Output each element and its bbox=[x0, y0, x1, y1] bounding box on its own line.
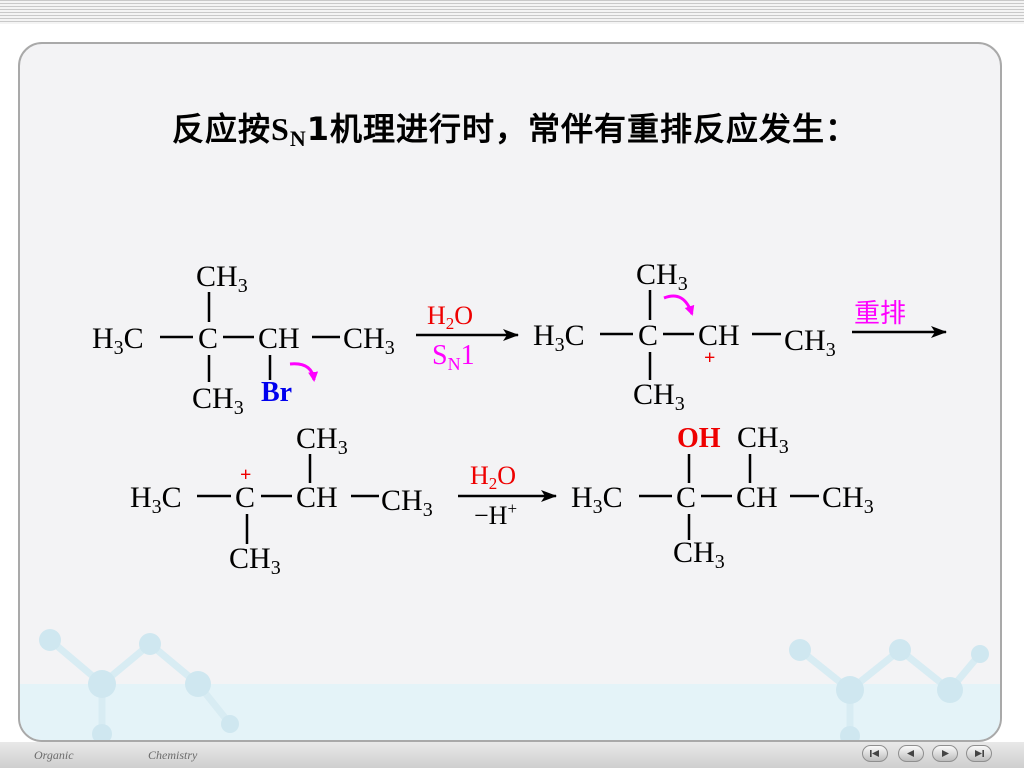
molecule-watermark bbox=[20, 629, 1000, 740]
first-slide-button[interactable] bbox=[862, 745, 888, 762]
molecule-secondary-cation: CH3 H3C C CH CH3 CH3 + bbox=[533, 258, 836, 415]
molecule-tertiary-cation: CH3 H3C C CH CH3 CH3 + bbox=[130, 422, 433, 579]
molecule-bromide: CH3 H3C C CH CH3 CH3 Br bbox=[92, 260, 395, 419]
m4-right-ch3: CH3 bbox=[822, 481, 874, 518]
next-slide-button[interactable] bbox=[932, 745, 958, 762]
previous-slide-icon bbox=[907, 750, 914, 757]
m3-top-ch3: CH3 bbox=[296, 422, 348, 459]
footer-chemistry: Chemistry bbox=[148, 748, 198, 762]
m4-top-ch3: CH3 bbox=[737, 421, 789, 458]
m3-left-h3c: H3C bbox=[130, 481, 182, 518]
m1-ch: CH bbox=[258, 322, 300, 355]
step2-rearrangement: 重排 bbox=[854, 299, 906, 329]
arrow-step2: 重排 bbox=[852, 299, 947, 338]
m4-left-h3c: H3C bbox=[571, 481, 623, 518]
molecule-alcohol: OH CH3 H3C C CH CH3 CH3 bbox=[571, 421, 874, 573]
step3-deprotonation: −H+ bbox=[474, 499, 517, 530]
next-slide-icon bbox=[942, 750, 949, 757]
step1-reagent: H2O bbox=[427, 301, 473, 333]
m4-ch: CH bbox=[736, 481, 778, 514]
m2-bottom-ch3: CH3 bbox=[633, 378, 685, 415]
m2-top-ch3: CH3 bbox=[636, 258, 688, 295]
m1-top-ch3: CH3 bbox=[196, 260, 248, 297]
step3-reagent: H2O bbox=[470, 461, 516, 493]
m3-charge: + bbox=[240, 464, 251, 486]
m1-bottom-ch3: CH3 bbox=[192, 382, 244, 419]
arrow-step3: H2O −H+ bbox=[458, 461, 557, 530]
m3-ch: CH bbox=[296, 481, 338, 514]
m1-bromine: Br bbox=[261, 377, 292, 408]
last-slide-icon bbox=[975, 750, 984, 757]
previous-slide-button[interactable] bbox=[898, 745, 924, 762]
m3-center-c: C bbox=[235, 481, 255, 514]
title-sn: S bbox=[271, 111, 290, 147]
arrow-step1: H2O SN1 bbox=[416, 301, 519, 374]
m4-hydroxyl: OH bbox=[677, 423, 721, 454]
m4-center-c: C bbox=[676, 481, 696, 514]
step1-mechanism: SN1 bbox=[432, 340, 475, 374]
m2-center-c: C bbox=[638, 319, 658, 352]
title-sn-subscript: N bbox=[289, 126, 307, 151]
m3-bottom-ch3: CH3 bbox=[229, 542, 281, 579]
footer-organic: Organic bbox=[34, 748, 74, 762]
m4-bottom-ch3: CH3 bbox=[673, 536, 725, 573]
m1-right-ch3: CH3 bbox=[343, 322, 395, 359]
top-stripes bbox=[0, 0, 1024, 24]
m1-left-h3c: H3C bbox=[92, 322, 144, 359]
m3-right-ch3: CH3 bbox=[381, 484, 433, 521]
slide-panel bbox=[18, 42, 1002, 742]
slide-title: 反应按SN1机理进行时，常伴有重排反应发生： bbox=[172, 104, 858, 152]
last-slide-button[interactable] bbox=[966, 745, 992, 762]
footer-bar bbox=[0, 742, 1024, 768]
m2-right-ch3: CH3 bbox=[784, 324, 836, 361]
m2-left-h3c: H3C bbox=[533, 319, 585, 356]
m2-charge: + bbox=[704, 347, 715, 369]
first-slide-icon bbox=[870, 750, 879, 757]
m2-ch: CH bbox=[698, 319, 740, 352]
m1-center-c: C bbox=[198, 322, 218, 355]
title-suffix: 1机理进行时，常伴有重排反应发生： bbox=[306, 110, 858, 148]
title-prefix: 反应按 bbox=[172, 110, 272, 148]
